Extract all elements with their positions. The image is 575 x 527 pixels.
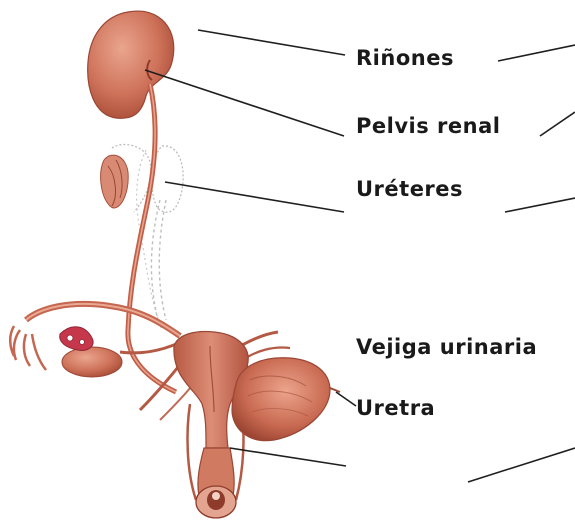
- label-bladder: Vejiga urinaria: [356, 335, 537, 359]
- ovary-shape: [62, 347, 122, 377]
- label-kidneys: Riñones: [356, 46, 454, 70]
- label-ureters: Uréteres: [356, 177, 463, 201]
- kidney-shape: [88, 11, 174, 118]
- bladder-shape: [232, 358, 330, 441]
- label-renal-pelvis: Pelvis renal: [356, 114, 500, 138]
- label-urethra: Uretra: [356, 396, 435, 420]
